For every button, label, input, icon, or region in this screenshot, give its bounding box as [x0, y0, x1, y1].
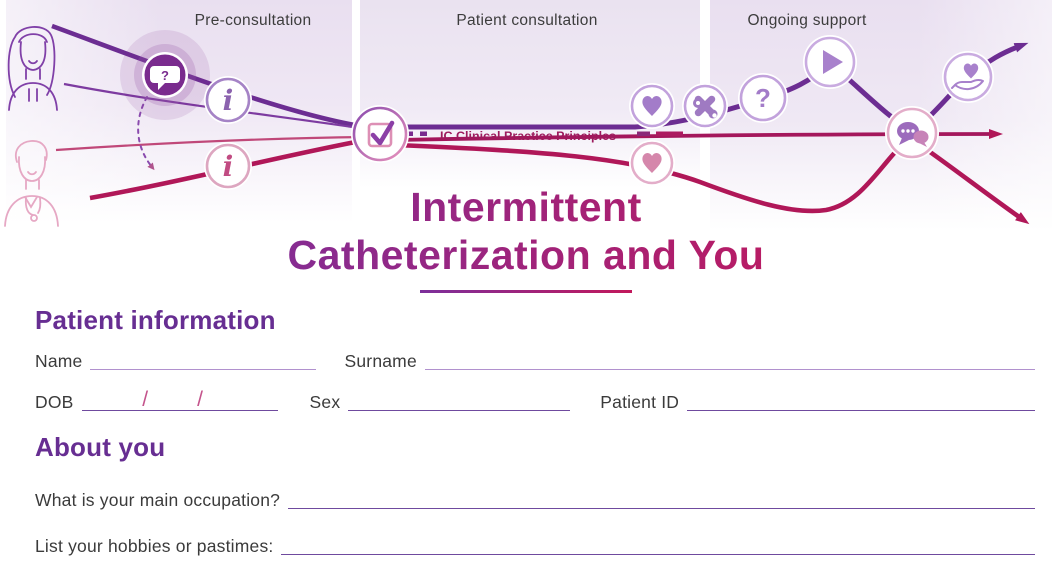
name-label: Name	[35, 351, 83, 371]
checklist-icon	[351, 105, 409, 163]
hobbies-input-line[interactable]	[281, 538, 1035, 555]
stage-label-ongoing-support: Ongoing support	[747, 12, 867, 29]
journey-banner: IC Clinical Practice Principles	[0, 0, 1052, 240]
chat-icon	[885, 106, 939, 160]
dob-input-line[interactable]: / /	[81, 388, 278, 411]
surname-input-line[interactable]	[424, 353, 1035, 370]
about-you-heading: About you	[35, 432, 166, 462]
name-surname-row: Name Surname	[35, 351, 1035, 371]
play-icon	[803, 35, 857, 89]
handoff-dashed-arrow	[137, 96, 155, 171]
dob-separator-1: /	[142, 388, 149, 411]
heart-icon-clinician	[629, 140, 675, 186]
heart-icon-patient	[629, 83, 675, 129]
hobbies-extra-input-line[interactable]	[35, 582, 1035, 588]
svg-text:i: i	[223, 84, 234, 117]
name-input-line[interactable]	[90, 353, 317, 370]
hobbies-row: List your hobbies or pastimes:	[35, 536, 1035, 556]
title-line-2: Catheterization and You	[287, 232, 765, 278]
clinical-principles-line: IC Clinical Practice Principles	[400, 129, 683, 143]
surname-label: Surname	[344, 351, 417, 371]
stage-label-pre-consultation: Pre-consultation	[194, 12, 312, 29]
title-line-1: Intermittent	[410, 184, 642, 230]
title-underline	[420, 290, 632, 293]
info-icon-patient: i	[204, 76, 252, 124]
sex-label: Sex	[309, 392, 341, 412]
info-icon-clinician: i	[204, 142, 252, 190]
svg-text:?: ?	[755, 83, 771, 113]
patient-id-label: Patient ID	[600, 392, 680, 412]
woman-patient-illustration	[7, 26, 58, 111]
occupation-question-label: What is your main occupation?	[35, 490, 281, 510]
dob-sex-id-row: DOB / / Sex Patient ID	[35, 388, 1035, 412]
stage-panel-pre-consultation	[6, 0, 352, 232]
question-bubble-icon: ?	[120, 30, 210, 120]
sex-input-line[interactable]	[348, 394, 571, 411]
clinician-illustration	[4, 140, 59, 227]
svg-text:i: i	[223, 150, 234, 183]
no-tools-icon	[682, 83, 728, 129]
journey-diagram: IC Clinical Practice Principles	[4, 23, 1030, 227]
heart-in-hand-icon	[942, 51, 994, 103]
occupation-row: What is your main occupation?	[35, 490, 1035, 510]
form-area: Patient information Name Surname DOB / /…	[35, 305, 1035, 588]
patient-information-heading: Patient information	[35, 305, 276, 335]
occupation-input-line[interactable]	[288, 492, 1035, 509]
dob-separator-2: /	[197, 388, 203, 411]
question-icon: ?	[738, 73, 788, 123]
patient-id-input-line[interactable]	[687, 394, 1035, 411]
hobbies-question-label: List your hobbies or pastimes:	[35, 536, 274, 556]
stage-label-patient-consultation: Patient consultation	[456, 12, 598, 29]
svg-text:?: ?	[161, 68, 169, 83]
dob-label: DOB	[35, 392, 74, 412]
clinical-principles-label: IC Clinical Practice Principles	[440, 129, 616, 143]
